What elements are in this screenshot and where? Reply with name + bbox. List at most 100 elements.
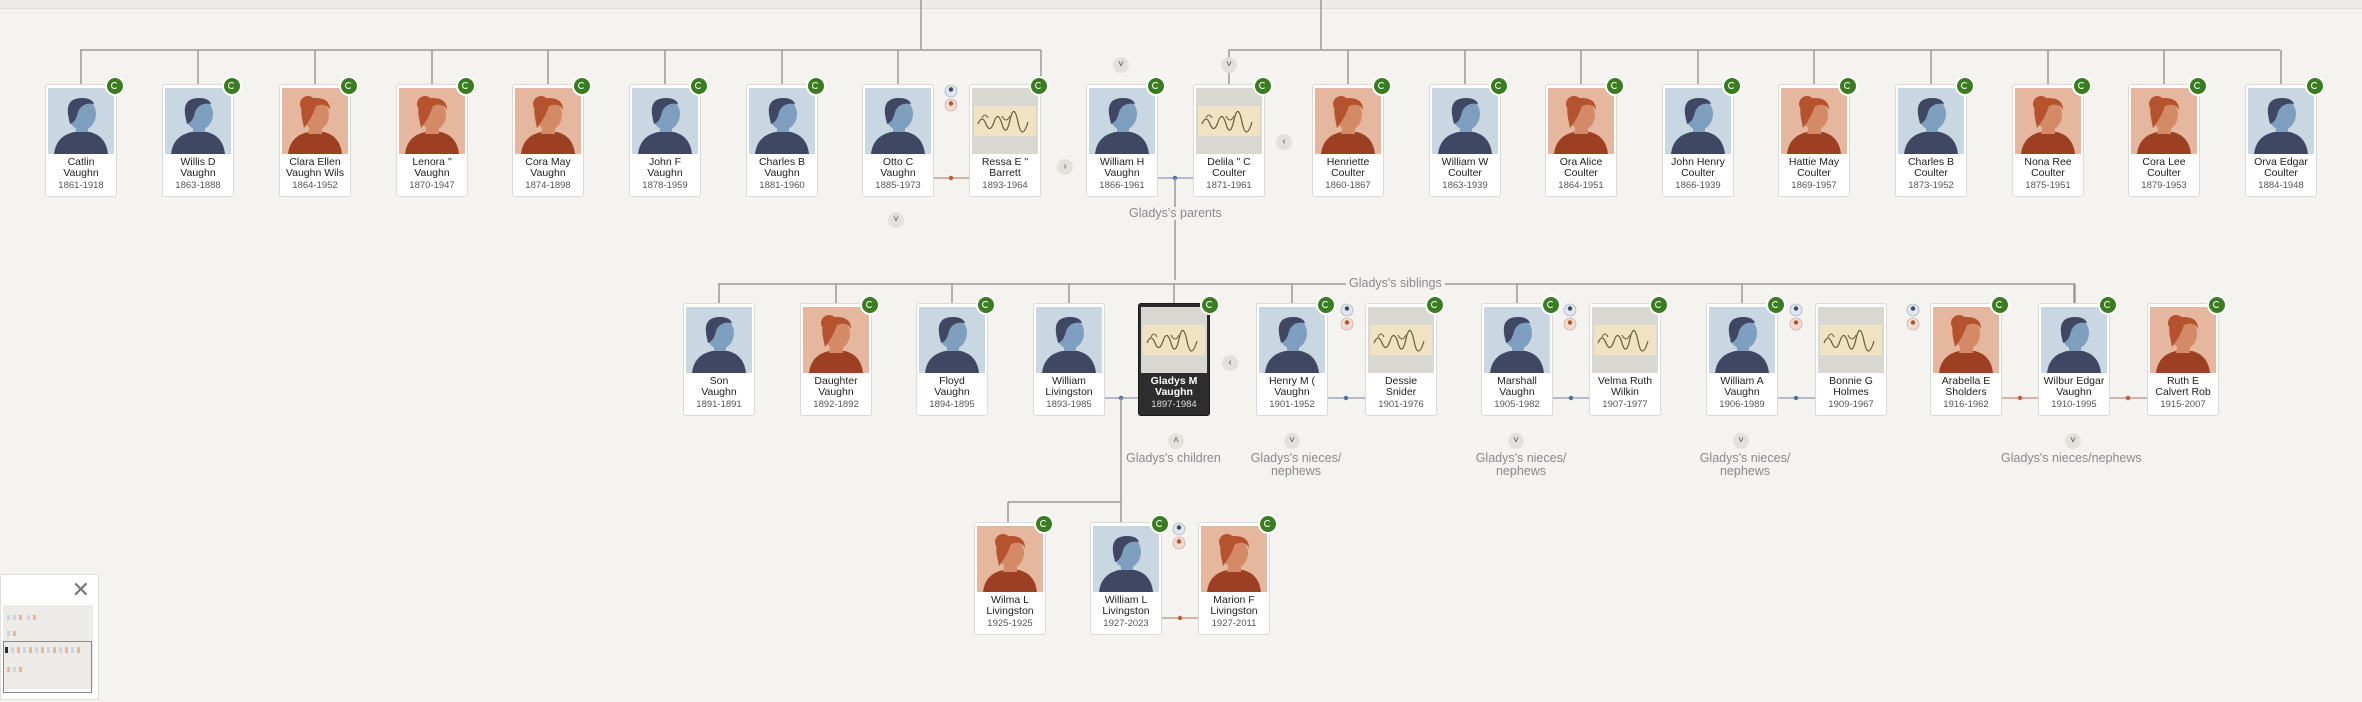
chevron-left-icon[interactable]: ‹ xyxy=(1276,134,1292,150)
record-hint-icon[interactable] xyxy=(222,76,242,96)
chevron-down-icon[interactable]: ˅ xyxy=(1113,57,1129,73)
record-hint-icon[interactable] xyxy=(2207,295,2227,315)
record-hint-icon[interactable] xyxy=(1253,76,1273,96)
close-icon[interactable]: ✕ xyxy=(71,577,90,602)
person-years: 1878-1959 xyxy=(642,180,688,191)
record-hint-icon[interactable] xyxy=(1150,514,1170,534)
record-hint-icon[interactable] xyxy=(339,76,359,96)
record-hint-icon[interactable] xyxy=(1258,514,1278,534)
chevron-up-icon[interactable]: ˄ xyxy=(1168,433,1184,449)
chevron-right-icon[interactable]: › xyxy=(1057,159,1073,175)
record-hint-icon[interactable] xyxy=(1316,295,1336,315)
chevron-down-icon[interactable]: ˅ xyxy=(1733,433,1749,449)
record-hint-icon[interactable] xyxy=(1955,76,1975,96)
record-hint-icon[interactable] xyxy=(1838,76,1858,96)
record-hint-icon[interactable] xyxy=(806,76,826,96)
record-hint-icon[interactable] xyxy=(1372,76,1392,96)
person-name: Delila " C Coulter xyxy=(1207,156,1251,179)
spouse-link-dot xyxy=(1172,175,1178,181)
person-portrait xyxy=(1665,88,1731,154)
record-hint-icon[interactable] xyxy=(1605,76,1625,96)
spouses-icon[interactable] xyxy=(1906,303,1920,331)
person-years: 1866-1961 xyxy=(1099,180,1145,191)
minimap-viewport[interactable] xyxy=(3,641,92,693)
record-hint-icon[interactable] xyxy=(1425,295,1445,315)
record-hint-icon[interactable] xyxy=(105,76,125,96)
person-name: Marshall Vaughn xyxy=(1497,375,1537,398)
chevron-down-icon[interactable]: ˅ xyxy=(888,212,904,228)
record-hint-icon[interactable] xyxy=(1541,295,1561,315)
record-hint-icon[interactable] xyxy=(1722,76,1742,96)
record-hint-icon[interactable] xyxy=(1489,76,1509,96)
person-years: 1875-1951 xyxy=(2025,180,2071,191)
spouses-icon[interactable] xyxy=(1563,303,1577,331)
record-hint-icon[interactable] xyxy=(689,76,709,96)
chevron-down-icon[interactable]: ˅ xyxy=(1284,433,1300,449)
spouses-icon[interactable] xyxy=(1789,303,1803,331)
chevron-down-icon[interactable]: ˅ xyxy=(1508,433,1524,449)
minimap[interactable]: ✕ xyxy=(0,574,99,700)
record-hint-icon[interactable] xyxy=(572,76,592,96)
record-hint-icon[interactable] xyxy=(456,76,476,96)
record-hint-icon[interactable] xyxy=(1766,295,1786,315)
record-hint-icon[interactable] xyxy=(2188,76,2208,96)
record-hint-icon[interactable] xyxy=(1029,76,1049,96)
record-hint-icon[interactable] xyxy=(976,295,996,315)
spouses-icon[interactable] xyxy=(1340,303,1354,331)
chevron-down-icon[interactable]: ˅ xyxy=(1221,57,1237,73)
person-years: 1864-1952 xyxy=(292,180,338,191)
minimap-canvas[interactable] xyxy=(3,605,93,693)
record-hint-icon[interactable] xyxy=(860,295,880,315)
record-hint-icon[interactable] xyxy=(2098,295,2118,315)
record-hint-icon[interactable] xyxy=(2072,76,2092,96)
chevron-down-icon[interactable]: ˅ xyxy=(2065,433,2081,449)
record-hint-icon[interactable] xyxy=(1200,295,1220,315)
chevron-left-icon[interactable]: ‹ xyxy=(1222,355,1238,371)
record-hint-icon[interactable] xyxy=(1649,295,1669,315)
record-hint-icon[interactable] xyxy=(1990,295,2010,315)
record-hint-icon[interactable] xyxy=(1034,514,1054,534)
record-hint-icon[interactable] xyxy=(1146,76,1166,96)
record-hint-icon[interactable] xyxy=(2305,76,2325,96)
spouses-icon[interactable] xyxy=(944,84,958,112)
spouses-icon[interactable] xyxy=(1172,522,1186,550)
